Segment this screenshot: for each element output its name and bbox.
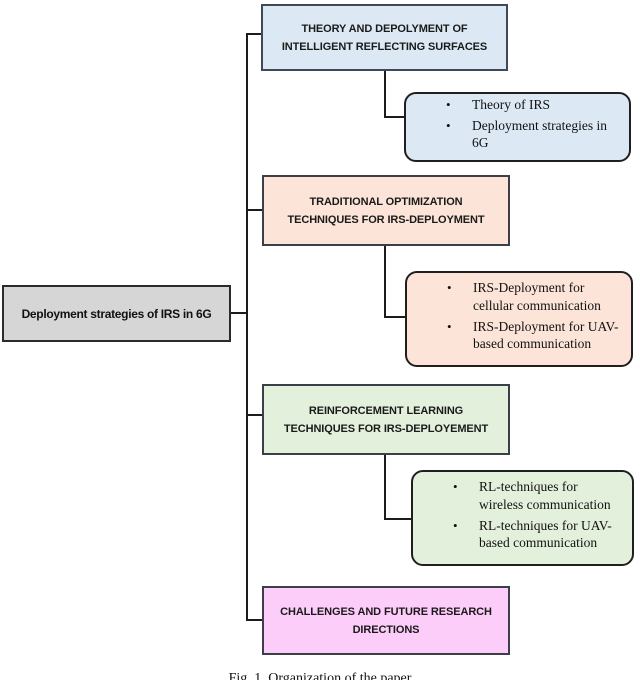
bullet-text: RL-techniques for wireless communication bbox=[479, 478, 611, 512]
sub-connector-reinforcement-horizontal bbox=[384, 518, 412, 520]
bullet-box-traditional: • IRS-Deployment for cellular communicat… bbox=[405, 271, 633, 367]
bullet-box-theory: • Theory of IRS • Deployment strategies … bbox=[404, 92, 631, 162]
sub-connector-traditional-horizontal bbox=[384, 316, 406, 318]
bullet-item: • Deployment strategies in 6G bbox=[446, 117, 619, 153]
bullet-text: Theory of IRS bbox=[472, 96, 550, 112]
branch-node-challenges-future: CHALLENGES AND FUTURE RESEARCH DIRECTION… bbox=[262, 586, 510, 655]
sub-connector-theory-horizontal bbox=[384, 116, 405, 118]
branch-connector-traditional bbox=[246, 209, 263, 211]
bullet-marker: • bbox=[447, 318, 452, 334]
branch-title-line: DIRECTIONS bbox=[352, 623, 420, 636]
branch-node-traditional-optimization: TRADITIONAL OPTIMIZATION TECHNIQUES FOR … bbox=[262, 175, 510, 246]
branch-title-line: TECHNIQUES FOR IRS-DEPLOYEMENT bbox=[283, 422, 489, 435]
root-node-deployment-strategies: Deployment strategies of IRS in 6G bbox=[2, 285, 231, 342]
branch-title-line: THEORY AND DEPOLYMENT OF bbox=[301, 22, 468, 35]
sub-connector-theory-vertical bbox=[384, 71, 386, 118]
branch-connector-reinforcement bbox=[246, 414, 263, 416]
branch-title-line: CHALLENGES AND FUTURE RESEARCH bbox=[280, 605, 492, 618]
branch-title-line: TECHNIQUES FOR IRS-DEPLOYMENT bbox=[287, 213, 485, 226]
sub-connector-traditional-vertical bbox=[384, 246, 386, 318]
bullet-text: IRS-Deployment for cellular communicatio… bbox=[473, 279, 601, 313]
bullet-marker: • bbox=[446, 117, 451, 133]
figure-caption: Fig. 1. Organization of the paper bbox=[228, 671, 412, 680]
bullet-text: RL-techniques for UAV-based communicatio… bbox=[479, 517, 612, 551]
bullet-item: • IRS-Deployment for cellular communicat… bbox=[447, 279, 621, 315]
branch-connector-theory bbox=[246, 33, 263, 35]
bullet-marker: • bbox=[453, 478, 458, 494]
branch-connector-challenges bbox=[246, 619, 263, 621]
bullet-text: Deployment strategies in 6G bbox=[472, 117, 607, 151]
branch-title-line: REINFORCEMENT LEARNING bbox=[308, 404, 464, 417]
branch-title-line: TRADITIONAL OPTIMIZATION bbox=[309, 195, 463, 208]
bullet-box-reinforcement: • RL-techniques for wireless communicati… bbox=[411, 470, 634, 566]
bullet-marker: • bbox=[446, 96, 451, 112]
bullet-item: • IRS-Deployment for UAV-based communica… bbox=[447, 318, 621, 354]
sub-connector-reinforcement-vertical bbox=[384, 455, 386, 520]
bullet-marker: • bbox=[453, 517, 458, 533]
branch-node-theory-and-deployment: THEORY AND DEPOLYMENT OF INTELLIGENT REF… bbox=[261, 4, 508, 71]
root-connector bbox=[229, 312, 247, 314]
trunk-connector-line bbox=[246, 33, 248, 621]
bullet-item: • RL-techniques for wireless communicati… bbox=[453, 478, 622, 514]
bullet-item: • RL-techniques for UAV-based communicat… bbox=[453, 517, 622, 553]
branch-title-line: INTELLIGENT REFLECTING SURFACES bbox=[281, 40, 488, 53]
bullet-text: IRS-Deployment for UAV-based communicati… bbox=[473, 318, 619, 352]
branch-node-reinforcement-learning: REINFORCEMENT LEARNING TECHNIQUES FOR IR… bbox=[262, 384, 510, 455]
bullet-marker: • bbox=[447, 279, 452, 295]
bullet-item: • Theory of IRS bbox=[446, 96, 619, 114]
